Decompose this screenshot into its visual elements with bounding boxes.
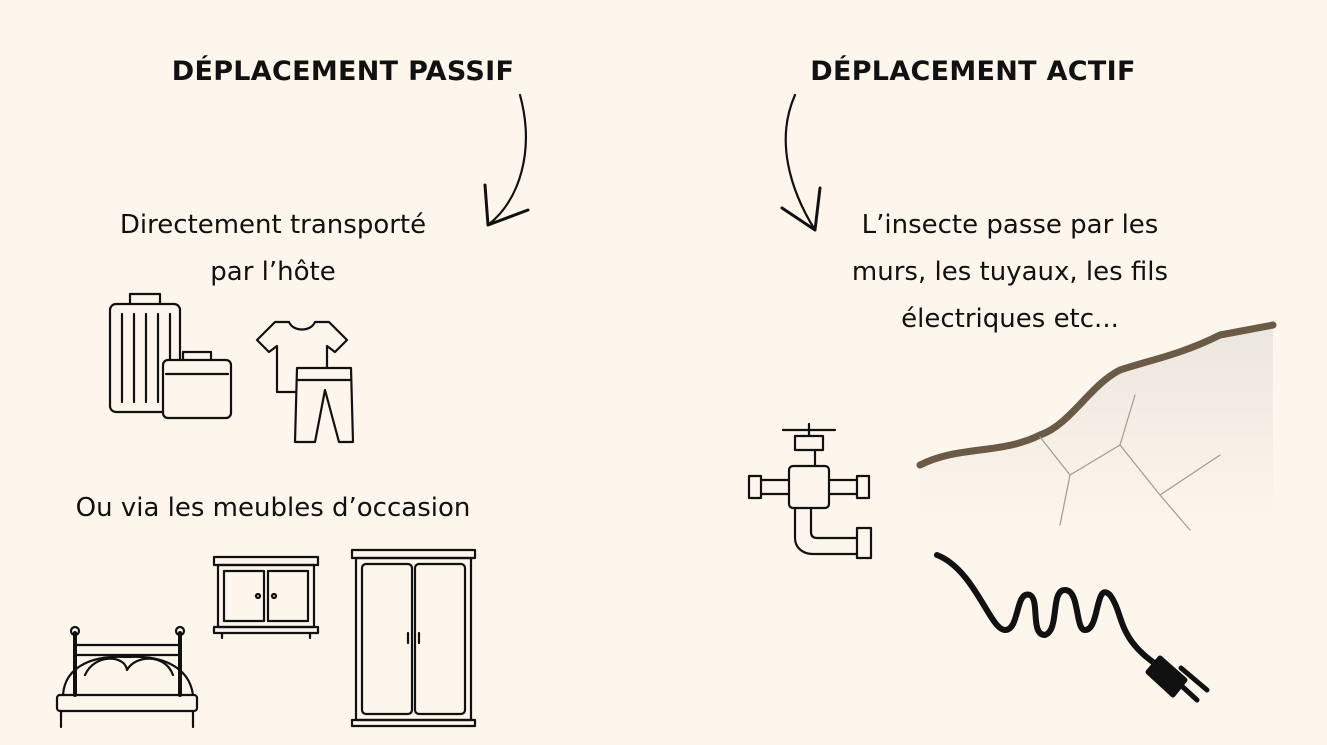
- wardrobe-icon: [350, 548, 477, 728]
- clothes-icon: [255, 320, 355, 444]
- active-title: DÉPLACEMENT ACTIF: [810, 56, 1136, 87]
- electric-cable-plug-icon: [934, 552, 1210, 703]
- active-text-line3: électriques etc...: [901, 304, 1119, 334]
- passive-text-host: Directement transporté par l’hôte: [43, 202, 503, 296]
- active-text-line2: murs, les tuyaux, les fils: [851, 257, 1169, 287]
- passive-text-furniture: Ou via les meubles d’occasion: [75, 493, 471, 523]
- arrow-down-left-icon: [483, 93, 530, 227]
- passive-text-line2: par l’hôte: [210, 257, 336, 287]
- active-text-line1: L’insecte passe par les: [861, 210, 1159, 240]
- dresser-icon: [212, 555, 320, 640]
- passive-title: DÉPLACEMENT PASSIF: [171, 56, 515, 87]
- arrow-down-right-icon: [780, 93, 822, 232]
- cracked-wall-image: [916, 321, 1277, 531]
- luggage-icon: [108, 292, 233, 420]
- bed-icon: [55, 625, 199, 729]
- water-pipe-tap-icon: [747, 422, 873, 560]
- active-text: L’insecte passe par les murs, les tuyaux…: [780, 202, 1240, 343]
- passive-text-line1: Directement transporté: [119, 210, 427, 240]
